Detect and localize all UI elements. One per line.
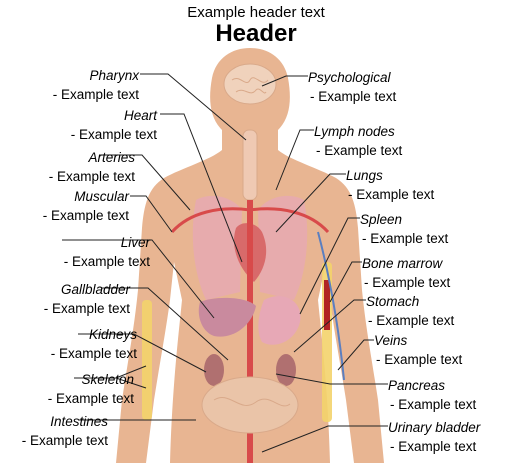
label-name: Spleen [360,212,403,227]
label-name: Arteries [88,150,135,165]
label-name: Heart [123,108,157,123]
label-name: Pancreas [388,378,446,393]
label-desc: - Example text [52,87,139,102]
label-name: Urinary bladder [388,420,481,435]
stomach-shape [258,296,301,345]
label-name: Veins [374,333,408,348]
label-desc: - Example text [50,346,137,361]
label-desc: - Example text [348,187,435,202]
label-intestines: Intestines - Example text [22,412,108,450]
label-desc: - Example text [310,89,397,104]
label-desc: - Example text [390,397,477,412]
label-desc: - Example text [21,433,108,448]
label-lungs: Lungs - Example text [346,166,434,204]
label-spleen: Spleen - Example text [360,210,448,248]
left-lung-shape [192,195,242,300]
label-desc: - Example text [376,352,463,367]
label-name: Bone marrow [362,256,443,271]
leader-lines [62,73,388,453]
label-desc: - Example text [368,313,455,328]
label-liver: Liver - Example text [64,233,150,271]
right-kidney-shape [276,354,296,386]
header-title: Header [215,20,297,47]
label-stomach: Stomach - Example text [366,292,454,330]
label-pharynx: Pharynx - Example text [53,66,139,104]
label-desc: - Example text [43,301,130,316]
left-kidney-shape [204,354,224,386]
label-desc: - Example text [70,127,157,142]
label-name: Lungs [346,168,383,183]
label-skeleton: Skeleton - Example text [48,370,134,408]
label-desc: - Example text [48,169,135,184]
header-subtitle: Example header text [187,4,325,21]
label-muscular: Muscular - Example text [43,187,129,225]
label-desc: - Example text [47,391,134,406]
label-name: Kidneys [88,327,137,342]
label-desc: - Example text [63,254,150,269]
trachea-shape [242,129,258,201]
label-desc: - Example text [364,275,451,290]
label-name: Lymph nodes [314,124,395,139]
right-lung-shape [258,195,308,300]
left-arm-bone-shape [142,300,152,420]
label-heart: Heart - Example text [71,106,157,144]
label-name: Muscular [74,189,129,204]
label-psychological: Psychological - Example text [308,68,396,106]
label-arteries: Arteries - Example text [49,148,135,186]
label-lymph-nodes: Lymph nodes - Example text [314,122,402,160]
label-name: Psychological [308,70,391,85]
bone-marrow-shape [324,280,330,330]
label-name: Gallbladder [60,282,130,297]
label-desc: - Example text [42,208,129,223]
label-name: Intestines [50,414,108,429]
label-desc: - Example text [316,143,403,158]
label-desc: - Example text [362,231,449,246]
label-bone-marrow: Bone marrow - Example text [362,254,450,292]
liver-shape [198,297,256,337]
brain-shape [223,63,277,105]
label-name: Pharynx [89,68,139,83]
label-gallbladder: Gallbladder - Example text [44,280,130,318]
label-name: Stomach [366,294,420,309]
label-kidneys: Kidneys - Example text [51,325,137,363]
label-pancreas: Pancreas - Example text [388,376,476,414]
label-name: Liver [120,235,150,250]
label-desc: - Example text [390,439,477,454]
label-name: Skeleton [81,372,134,387]
label-urinary-bladder: Urinary bladder - Example text [388,418,480,456]
label-veins: Veins - Example text [374,331,462,369]
